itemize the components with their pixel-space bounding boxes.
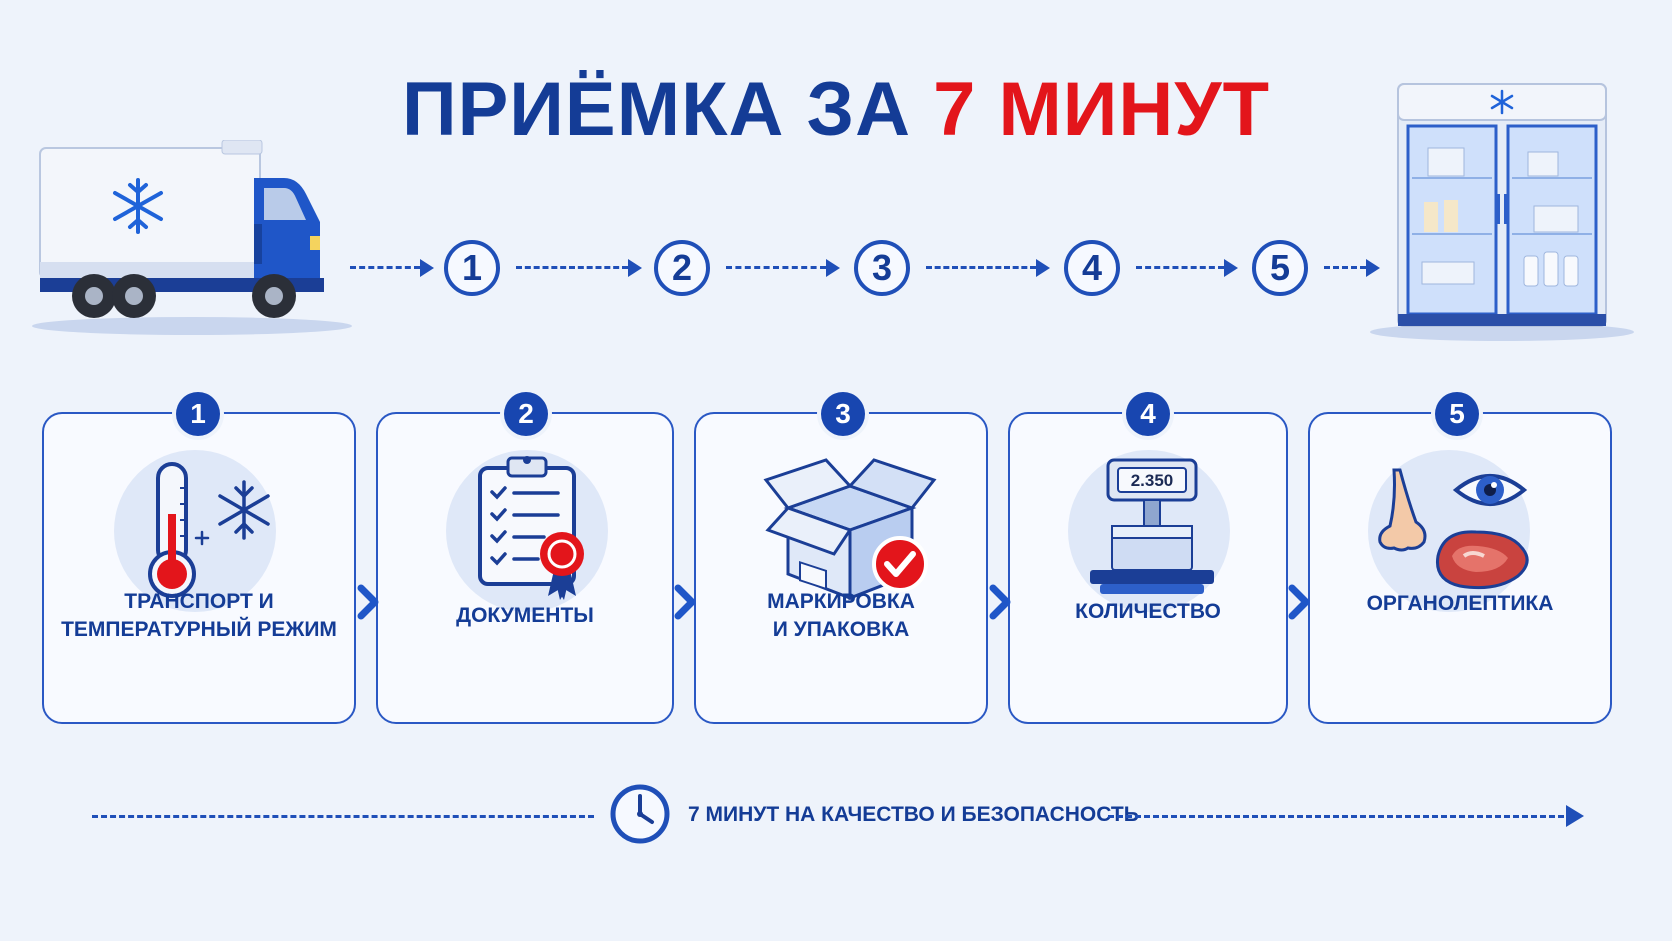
flow-arrowhead: [1036, 259, 1050, 277]
clock-icon: [610, 784, 670, 844]
step-card-transport: ТРАНСПОРТ И ТЕМПЕРАТУРНЫЙ РЕЖИМ: [42, 412, 356, 724]
chevron-right-icon: [357, 584, 379, 620]
flow-step-3: 3: [854, 240, 910, 296]
flow-step-2: 2: [654, 240, 710, 296]
title-part-2: 7 МИНУТ: [933, 67, 1270, 152]
flow-step-1: 1: [444, 240, 500, 296]
nose-eye-meat-icon: [1378, 468, 1529, 590]
footer-caption: 7 МИНУТ НА КАЧЕСТВО И БЕЗОПАСНОСТЬ: [688, 803, 1139, 826]
flow-step-4: 4: [1064, 240, 1120, 296]
scale-reading: 2.350: [1131, 471, 1174, 490]
weighing-scale-icon: 2.350: [1090, 458, 1214, 594]
step-label: ДОКУМЕНТЫ: [456, 604, 594, 627]
step-badge-1: 1: [176, 392, 220, 436]
flow-connector: [926, 266, 1036, 269]
step-card-organoleptic: ОРГАНОЛЕПТИКА: [1308, 412, 1612, 724]
flow-connector: [726, 266, 826, 269]
page-title: ПРИЁМКА ЗА 7 МИНУТ: [0, 72, 1672, 148]
step-badge-3: 3: [821, 392, 865, 436]
step-card-documents: ДОКУМЕНТЫ: [376, 412, 674, 724]
flow-arrowhead: [628, 259, 642, 277]
timeline-line: [1108, 815, 1564, 818]
flow-arrowhead: [826, 259, 840, 277]
refrigerated-display-case-icon: [1370, 83, 1634, 341]
thermometer-snowflake-icon: [148, 462, 270, 598]
flow-connector: [1136, 266, 1224, 269]
step-label: ТРАНСПОРТ И ТЕМПЕРАТУРНЫЙ РЕЖИМ: [61, 590, 337, 641]
title-part-1: ПРИЁМКА ЗА: [401, 67, 911, 152]
timeline-line: [92, 815, 594, 818]
flow-arrowhead: [1224, 259, 1238, 277]
step-label: ОРГАНОЛЕПТИКА: [1366, 592, 1554, 615]
step-label: МАРКИРОВКА И УПАКОВКА: [767, 590, 915, 641]
flow-arrowhead: [420, 259, 434, 277]
refrigerated-truck-icon: [32, 140, 352, 335]
clipboard-checklist-icon: [478, 456, 584, 600]
flow-arrowhead: [1366, 259, 1380, 277]
chevron-right-icon: [989, 584, 1011, 620]
step-badge-5: 5: [1435, 392, 1479, 436]
step-card-quantity: 2.350 КОЛИЧЕСТВО: [1008, 412, 1288, 724]
step-badge-2: 2: [504, 392, 548, 436]
step-badge-4: 4: [1126, 392, 1170, 436]
open-box-check-icon: [763, 458, 937, 601]
flow-connector: [1324, 266, 1366, 269]
chevron-right-icon: [1288, 584, 1310, 620]
flow-connector: [516, 266, 628, 269]
step-card-marking: МАРКИРОВКА И УПАКОВКА: [694, 412, 988, 724]
step-label: КОЛИЧЕСТВО: [1075, 600, 1221, 623]
flow-connector: [350, 266, 420, 269]
timeline-arrowhead: [1566, 805, 1584, 827]
flow-step-5: 5: [1252, 240, 1308, 296]
chevron-right-icon: [674, 584, 696, 620]
